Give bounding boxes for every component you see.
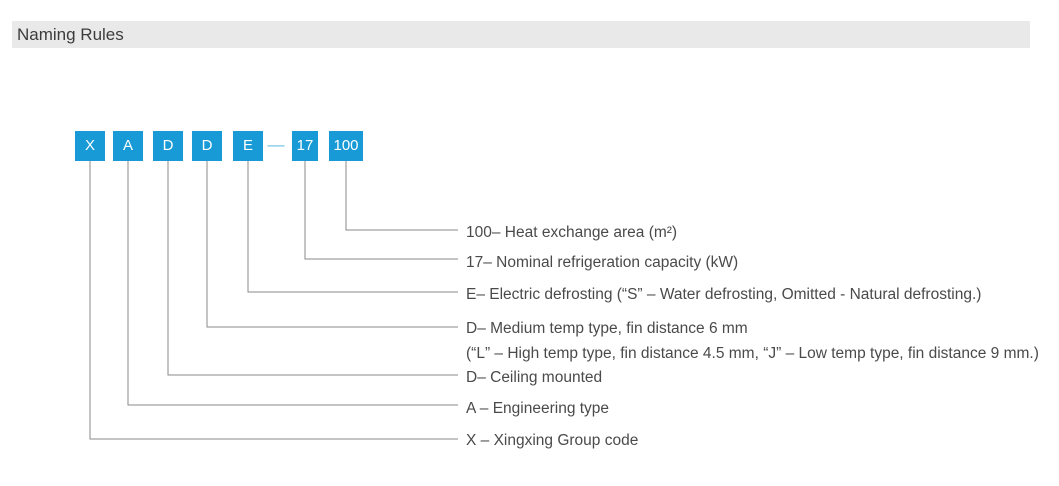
legend-group-code: X – Xingxing Group code — [466, 432, 639, 449]
code-box-d2: D — [192, 131, 222, 161]
legend-temp-type-main: D– Medium temp type, fin distance 6 mm — [466, 320, 748, 337]
legend-refrigeration-capacity: 17– Nominal refrigeration capacity (kW) — [466, 254, 739, 271]
section-header: Naming Rules — [12, 21, 1030, 48]
connector-100 — [345, 161, 458, 231]
connector-d1 — [167, 161, 458, 376]
code-separator-dash: — — [267, 135, 285, 154]
legend-heat-exchange-area: 100– Heat exchange area (m²) — [466, 224, 678, 241]
legend-engineering-type: A – Engineering type — [466, 400, 610, 417]
code-box-d1: D — [153, 131, 183, 161]
code-box-x: X — [75, 131, 105, 161]
code-box-17: 17 — [292, 131, 318, 161]
code-box-a: A — [113, 131, 143, 161]
legend-mounting-type: D– Ceiling mounted — [466, 369, 603, 386]
legend-temp-type-note: (“L” – High temp type, fin distance 4.5 … — [466, 345, 1039, 362]
connector-e — [247, 161, 458, 293]
connector-17 — [304, 161, 458, 260]
legend-defrosting-type: E– Electric defrosting (“S” – Water defr… — [466, 286, 982, 303]
connector-a — [127, 161, 458, 406]
code-box-e: E — [233, 131, 263, 161]
section-title: Naming Rules — [17, 25, 124, 44]
connector-x — [89, 161, 458, 440]
connector-d2 — [206, 161, 458, 328]
legend-temp-type: D– Medium temp type, fin distance 6 mm (… — [466, 316, 1039, 366]
code-box-100: 100 — [329, 131, 363, 161]
